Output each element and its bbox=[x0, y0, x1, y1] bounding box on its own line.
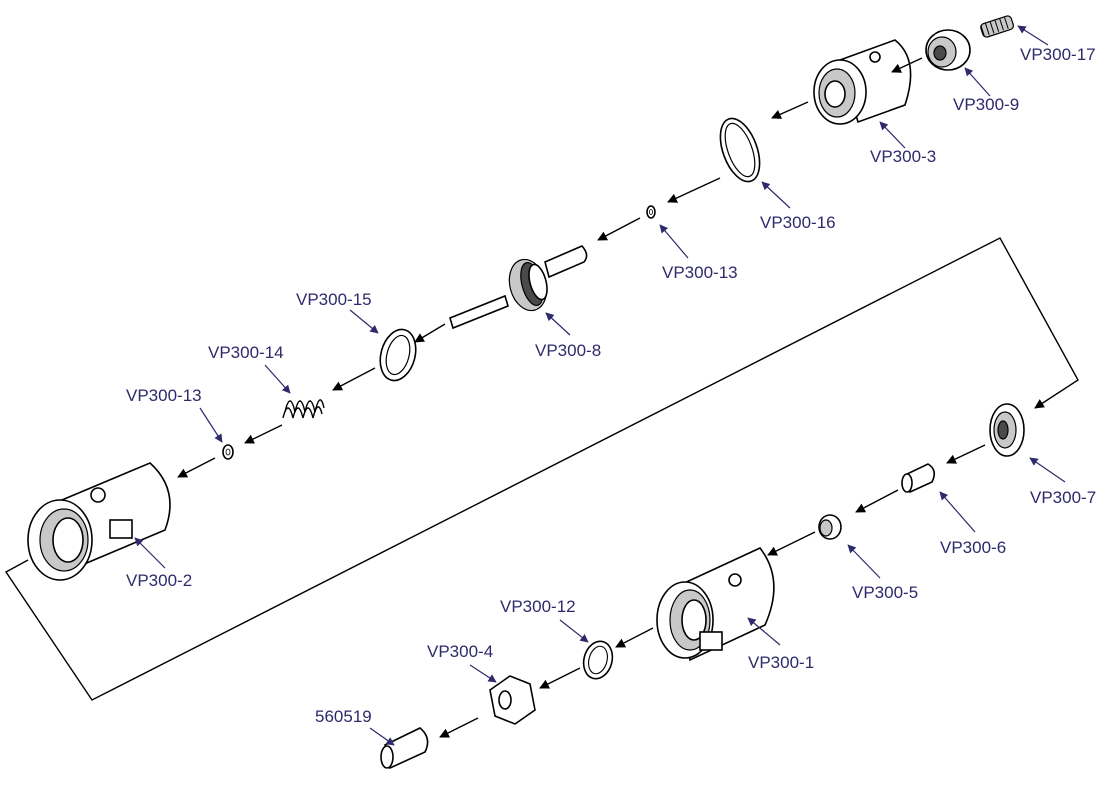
callout-vp300-1: VP300-1 bbox=[748, 653, 814, 672]
part-vp300-2-body bbox=[27, 462, 171, 581]
part-vp300-14-spring bbox=[282, 399, 325, 419]
callout-vp300-14: VP300-14 bbox=[208, 343, 284, 362]
callout-vp300-13-upper: VP300-13 bbox=[662, 263, 738, 282]
part-vp300-8-stem bbox=[449, 245, 588, 330]
part-vp300-1-body bbox=[656, 547, 775, 662]
callout-vp300-5: VP300-5 bbox=[852, 583, 918, 602]
callout-vp300-12: VP300-12 bbox=[500, 597, 576, 616]
callout-labels: VP300-17 VP300-9 VP300-3 VP300-16 VP300-… bbox=[126, 45, 1096, 726]
callout-vp300-2: VP300-2 bbox=[126, 571, 192, 590]
part-vp300-17-screw bbox=[980, 15, 1015, 38]
part-vp300-16-oring bbox=[719, 117, 761, 183]
callout-vp300-7: VP300-7 bbox=[1030, 488, 1096, 507]
callout-vp300-16: VP300-16 bbox=[760, 213, 836, 232]
part-vp300-12-oring bbox=[582, 640, 614, 680]
part-560519-nozzle bbox=[380, 727, 429, 770]
callout-vp300-15: VP300-15 bbox=[296, 290, 372, 309]
callout-vp300-9: VP300-9 bbox=[953, 95, 1019, 114]
part-vp300-7-diaphragm bbox=[989, 403, 1025, 457]
part-vp300-13-washer-lower bbox=[222, 444, 234, 460]
callout-vp300-3: VP300-3 bbox=[870, 147, 936, 166]
connection-path bbox=[4, 237, 1079, 701]
callout-vp300-13-lower: VP300-13 bbox=[126, 386, 202, 405]
part-vp300-13-washer-upper bbox=[646, 205, 656, 219]
part-vp300-5-plug bbox=[818, 514, 842, 540]
part-vp300-15-oring bbox=[379, 328, 417, 382]
part-vp300-9-bushing bbox=[925, 29, 971, 71]
part-vp300-4-hexnut bbox=[489, 675, 536, 725]
callout-vp300-6: VP300-6 bbox=[940, 538, 1006, 557]
callout-vp300-8: VP300-8 bbox=[535, 341, 601, 360]
part-vp300-6-fitting bbox=[901, 463, 936, 494]
callout-vp300-4: VP300-4 bbox=[427, 642, 493, 661]
assembly-arrows bbox=[177, 57, 986, 738]
callout-560519: 560519 bbox=[315, 707, 372, 726]
part-vp300-3-cap bbox=[813, 39, 912, 125]
callout-vp300-17: VP300-17 bbox=[1020, 45, 1096, 64]
leader-lines bbox=[134, 25, 1066, 746]
